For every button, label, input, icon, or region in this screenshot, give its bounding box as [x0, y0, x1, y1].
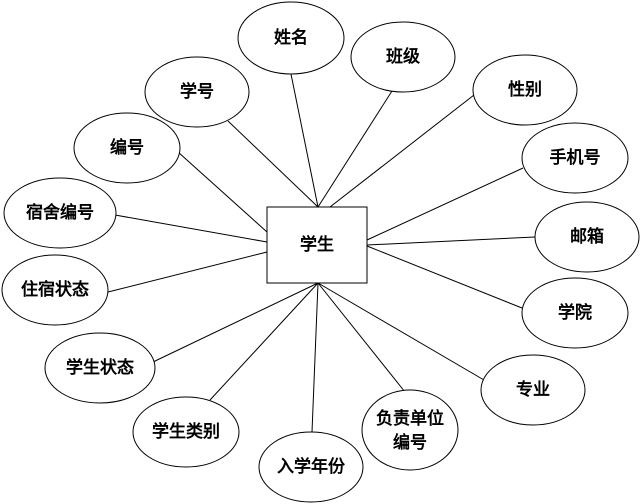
connector-unit-id [317, 282, 406, 393]
attribute-name: 姓名 [237, 1, 345, 75]
connector-class [317, 90, 393, 208]
connector-name [290, 73, 319, 208]
connector-enroll-year [311, 282, 319, 433]
attribute-label: 负责单位 [376, 408, 444, 429]
attribute-label: 住宿状态 [21, 279, 89, 300]
attribute-label: 编号 [110, 137, 144, 158]
entity-student: 学生 [266, 206, 368, 284]
attribute-unit-id: 负责单位 编号 [361, 389, 459, 471]
attribute-id: 编号 [73, 112, 181, 184]
attribute-enroll-year: 入学年份 [258, 431, 364, 503]
attribute-label: 学院 [558, 302, 592, 323]
attribute-student-status: 学生状态 [44, 332, 156, 404]
connector-residence-status [107, 251, 268, 293]
attribute-label: 宿舍编号 [26, 202, 94, 223]
attribute-phone: 手机号 [521, 122, 629, 194]
attribute-college: 学院 [521, 277, 629, 349]
attribute-label: 入学年份 [277, 456, 346, 477]
attribute-label: 专业 [516, 379, 550, 400]
attribute-gender: 性别 [472, 54, 578, 126]
connectors [107, 73, 536, 433]
connector-major [317, 282, 485, 381]
attribute-residence-status: 住宿状态 [1, 254, 109, 326]
connector-phone [366, 167, 524, 241]
attribute-student-no: 学号 [144, 56, 250, 128]
attribute-label: 学生状态 [66, 357, 134, 378]
connector-email [366, 236, 536, 246]
connector-student-no [227, 120, 319, 208]
connector-college [366, 245, 523, 309]
connector-student-status [152, 282, 319, 363]
connector-student-type [209, 282, 319, 401]
connector-gender [329, 94, 475, 208]
connector-id [177, 151, 268, 233]
attribute-major: 专业 [480, 354, 586, 426]
attribute-label: 学生类别 [152, 421, 220, 442]
entity-label: 学生 [300, 234, 334, 255]
attribute-label: 邮箱 [570, 226, 604, 247]
attribute-student-type: 学生类别 [132, 396, 240, 468]
attribute-label: 姓名 [274, 27, 308, 48]
attribute-class: 班级 [350, 21, 456, 93]
connector-dorm-id [114, 214, 268, 243]
attribute-label: 班级 [386, 46, 420, 67]
attribute-label: 编号 [393, 432, 427, 453]
attribute-label: 手机号 [550, 147, 601, 168]
attribute-dorm-id: 宿舍编号 [3, 177, 117, 249]
attribute-label: 学号 [180, 81, 214, 102]
attribute-label: 性别 [508, 79, 542, 100]
attribute-email: 邮箱 [534, 201, 640, 273]
